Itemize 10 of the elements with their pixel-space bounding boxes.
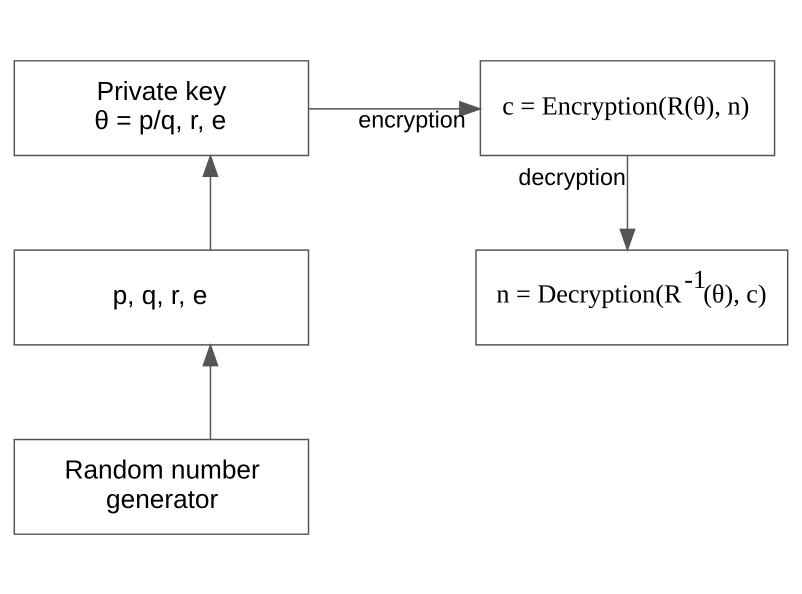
arrow [308, 100, 482, 117]
node-box: p, q, r, e [14, 248, 310, 346]
edge-label: decryption [518, 164, 626, 190]
node-box: c = Encryption(R(θ), n) [480, 60, 776, 156]
edge-label: encryption [358, 106, 466, 132]
arrow [202, 342, 219, 439]
arrow [202, 153, 219, 250]
node-box: Private key θ = p/q, r, e [14, 60, 310, 156]
arrow [619, 155, 636, 252]
node-box: Random number generator [14, 438, 310, 534]
